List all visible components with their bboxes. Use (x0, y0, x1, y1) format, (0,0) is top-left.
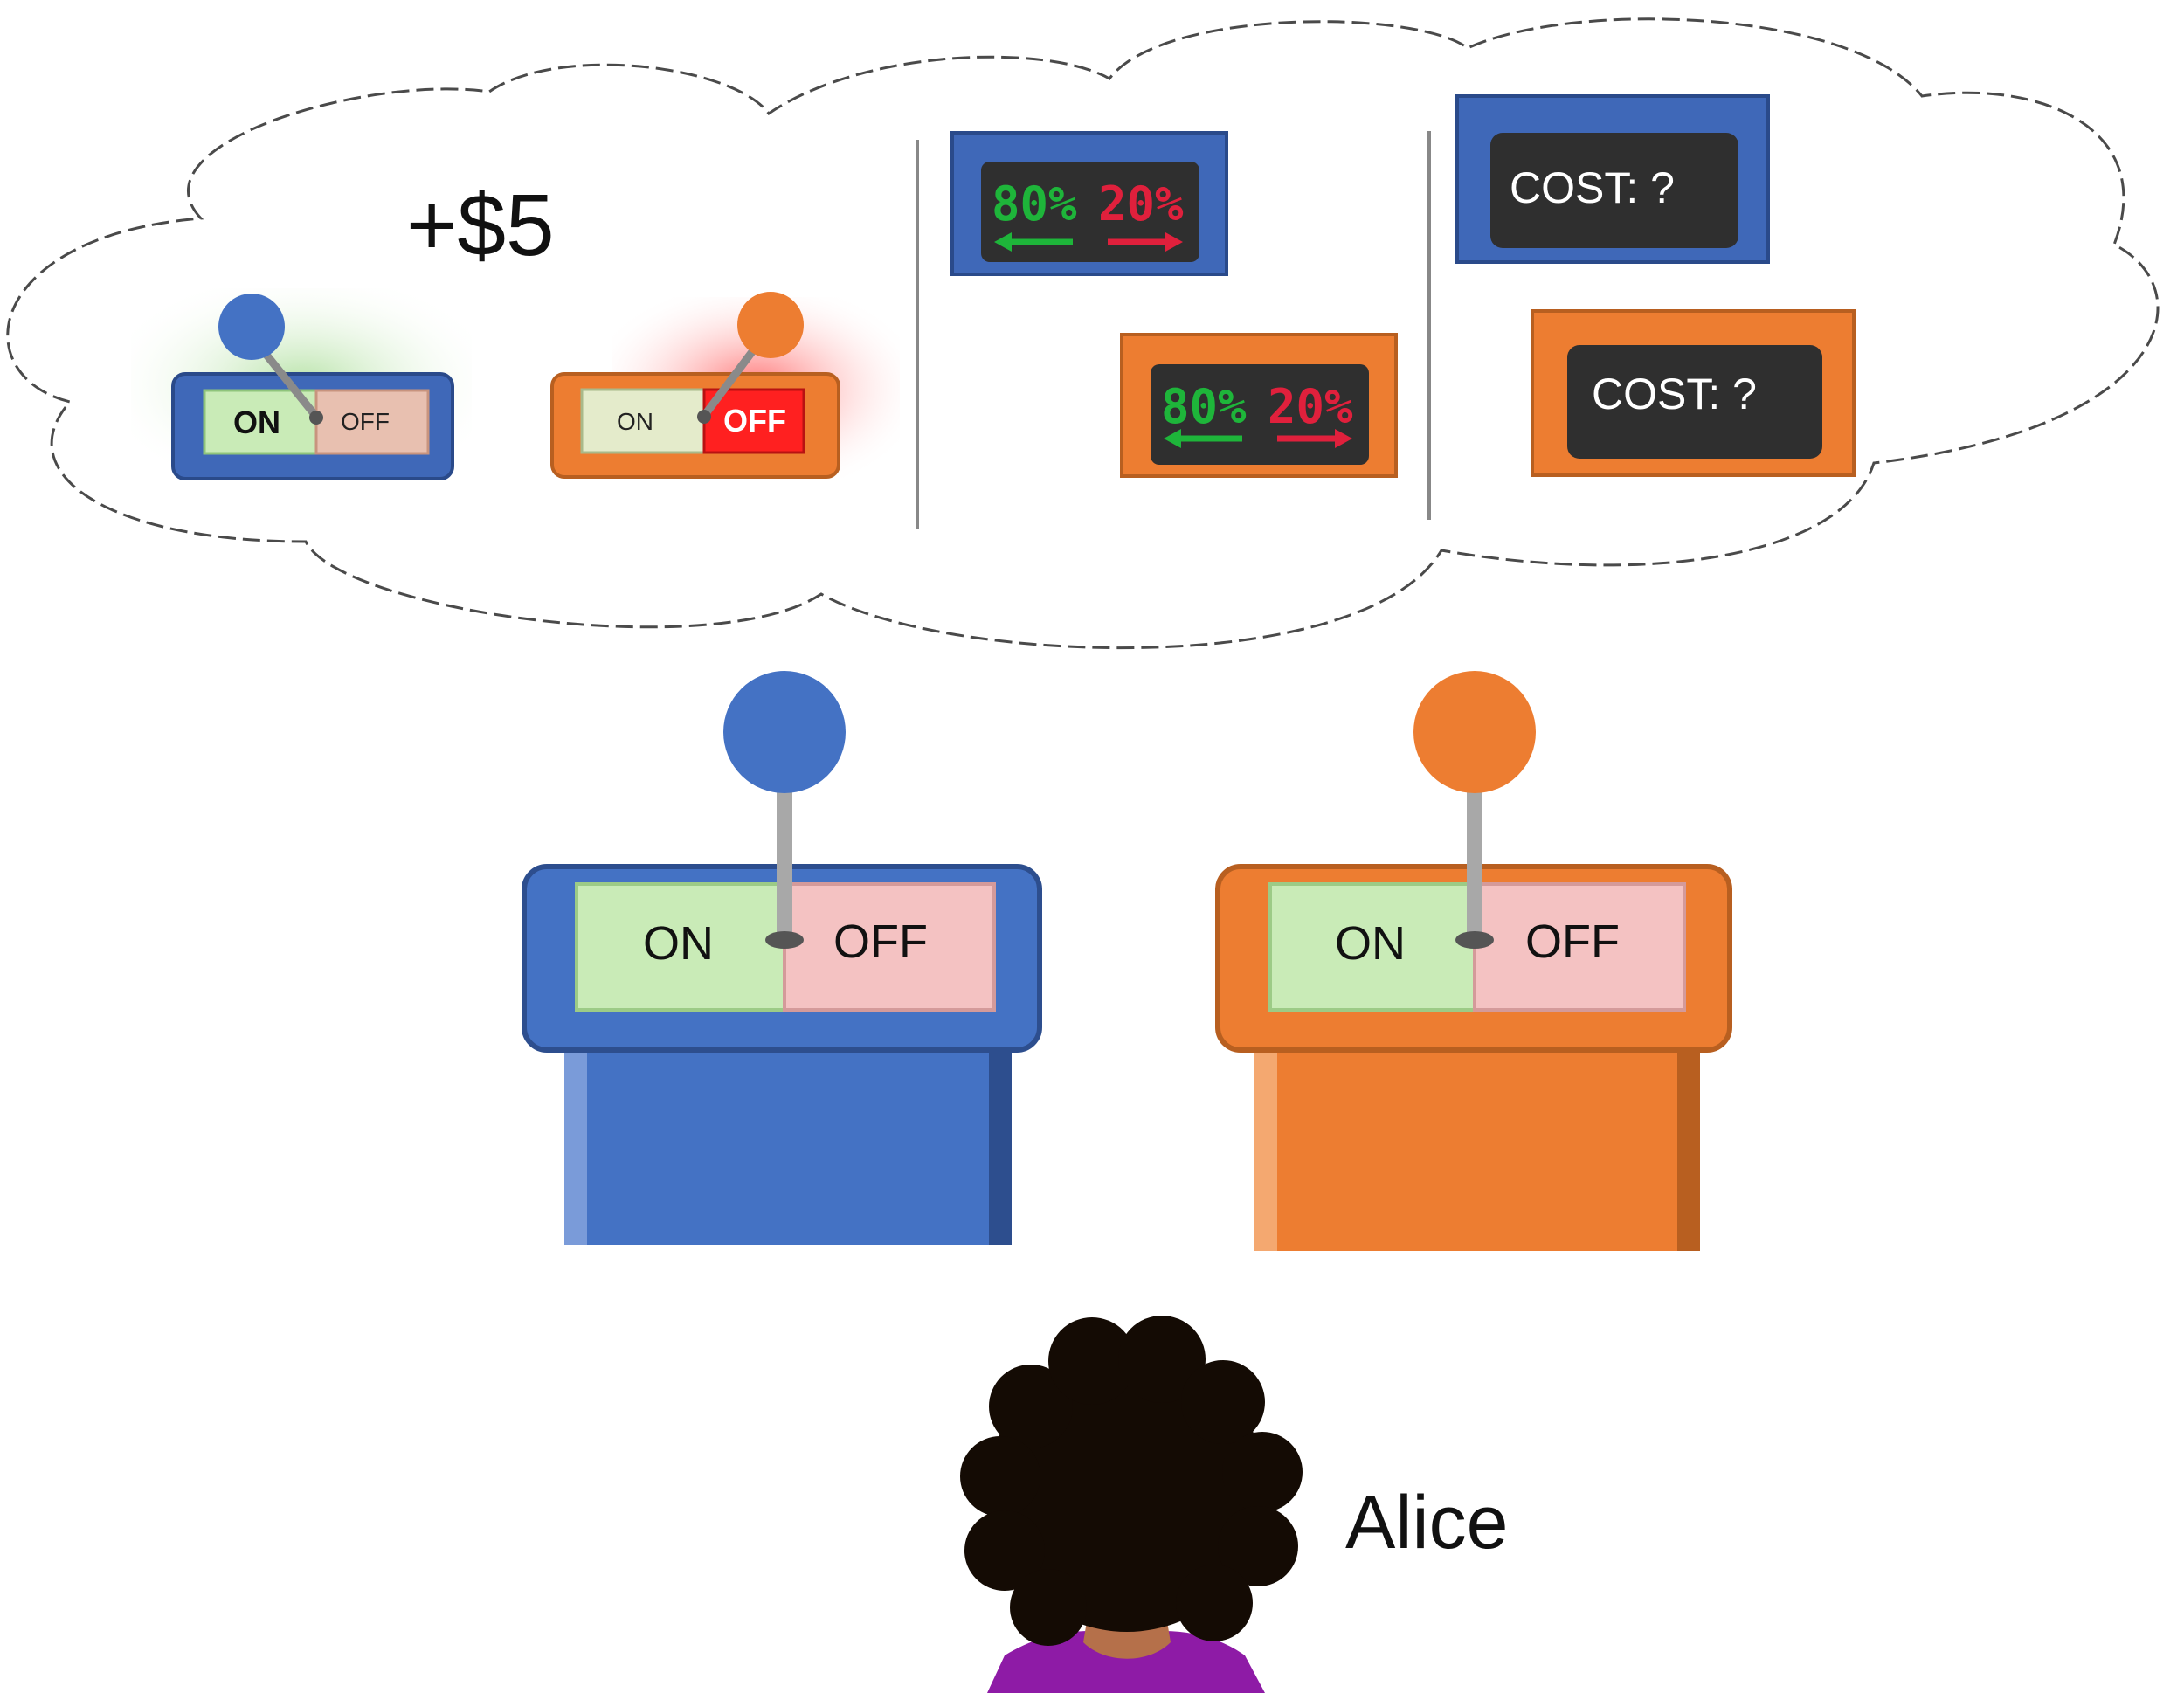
probability-panel: 80% 20% 80% 20% (950, 131, 1398, 478)
blue-cost-label: COST: ? (1510, 163, 1675, 212)
hair (960, 1316, 1303, 1646)
orange-prob-left: 80% (1161, 379, 1247, 434)
mini-orange-knob (737, 292, 804, 358)
orange-off-label: OFF (1525, 916, 1620, 968)
mini-blue-knob (218, 294, 285, 360)
mini-orange-off-area (702, 388, 805, 454)
person-name: Alice (1345, 1481, 1508, 1565)
mini-orange-on-label: ON (617, 408, 653, 435)
mini-orange-on-area (580, 388, 706, 454)
orange-probability-display: 80% 20% (1120, 333, 1398, 478)
blue-prob-left: 80% (992, 176, 1077, 231)
mini-orange-lever (700, 342, 761, 420)
blue-off-label: OFF (833, 916, 928, 968)
person-avatar (960, 1316, 1303, 1693)
mini-switch-orange-off: ON OFF (550, 292, 900, 480)
orange-prob-right: 20% (1268, 379, 1353, 434)
right-arrow-icon (1277, 429, 1352, 448)
orange-on-label: ON (1335, 917, 1406, 970)
blue-knob (723, 671, 846, 793)
left-arrow-icon (1164, 429, 1242, 448)
blue-prob-right: 20% (1098, 176, 1184, 231)
blue-off-area (783, 882, 996, 1012)
blue-probability-display: 80% 20% (950, 131, 1228, 276)
right-arrow-icon (1108, 232, 1183, 252)
mini-blue-off-label: OFF (341, 408, 390, 435)
left-arrow-icon (994, 232, 1073, 252)
mini-blue-on-label: ON (233, 404, 280, 440)
mini-blue-off-area (314, 389, 430, 455)
blue-on-label: ON (643, 917, 714, 970)
orange-on-area (1268, 882, 1476, 1012)
orange-off-area (1473, 882, 1686, 1012)
orange-cost-display: COST: ? (1531, 309, 1856, 477)
blue-machine-base (564, 1048, 1012, 1245)
reward-panel: +$5 ON OFF ON OFF (131, 176, 900, 480)
orange-machine: ON OFF (1215, 671, 1732, 1251)
orange-cost-label: COST: ? (1592, 370, 1757, 418)
orange-machine-base (1254, 1048, 1700, 1251)
blue-machine: ON OFF (522, 671, 1042, 1245)
cost-panel: COST: ? COST: ? (1455, 94, 1856, 477)
mini-orange-off-label: OFF (723, 403, 786, 439)
orange-knob (1413, 671, 1536, 793)
mini-switch-blue-on: ON OFF (131, 288, 472, 480)
reward-label: +$5 (406, 176, 555, 274)
blue-cost-display: COST: ? (1455, 94, 1770, 264)
shirt (987, 1630, 1265, 1693)
